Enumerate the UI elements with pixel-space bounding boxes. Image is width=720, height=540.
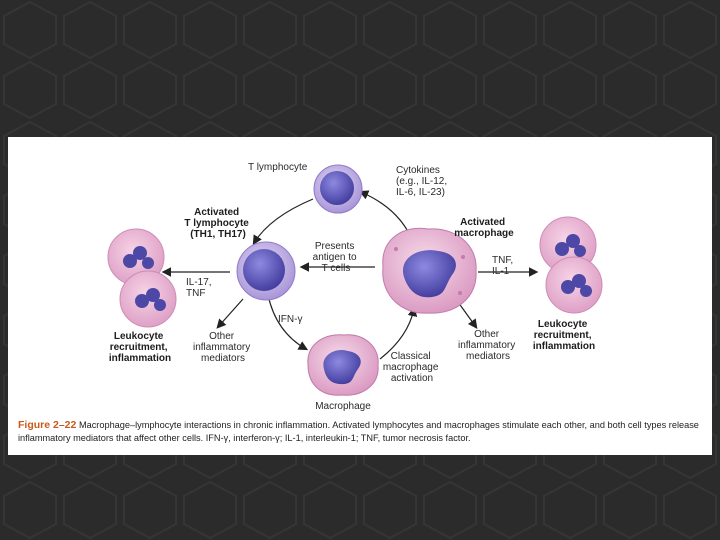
other-mediators-right-label: Other inflammatory mediators bbox=[458, 329, 518, 362]
figure-caption: Figure 2–22 Macrophage–lymphocyte intera… bbox=[18, 419, 706, 445]
activated-t-lymphocyte-cell bbox=[237, 242, 295, 300]
cytokines-label: Cytokines (e.g., IL-12, IL-6, IL-23) bbox=[396, 165, 450, 198]
il17-tnf-label: IL-17, TNF bbox=[186, 277, 214, 299]
activated-macrophage-label: Activated macrophage bbox=[454, 217, 514, 239]
presents-antigen-label: Presents antigen to T cells bbox=[313, 241, 360, 274]
arrow-other-right bbox=[458, 302, 476, 327]
figure-panel: T lymphocyte Cytokines (e.g., IL-12, IL-… bbox=[8, 137, 712, 455]
other-mediators-left-label: Other inflammatory mediators bbox=[193, 331, 253, 364]
activated-macrophage-cell bbox=[383, 228, 476, 313]
arrow-other-left bbox=[218, 299, 243, 327]
macrophage-lymphocyte-diagram: T lymphocyte Cytokines (e.g., IL-12, IL-… bbox=[8, 137, 712, 455]
caption-text: Macrophage–lymphocyte interactions in ch… bbox=[18, 420, 699, 443]
activated-t-lymphocyte-label: Activated T lymphocyte (TH1, TH17) bbox=[184, 207, 251, 240]
tnf-il1-label: TNF, IL-1 bbox=[492, 255, 516, 277]
t-lymphocyte-cell bbox=[314, 165, 362, 213]
leukocyte-recruitment-right-label: Leukocyte recruitment, inflammation bbox=[533, 319, 595, 352]
neutrophil-cluster-right bbox=[540, 217, 602, 313]
neutrophil-cluster-left bbox=[108, 229, 176, 327]
macrophage-label: Macrophage bbox=[315, 401, 371, 412]
leukocyte-recruitment-left-label: Leukocyte recruitment, inflammation bbox=[109, 331, 171, 364]
classical-activation-label: Classical macrophage activation bbox=[383, 351, 441, 384]
arrow-tcell-to-activated bbox=[254, 199, 313, 243]
figure-number: Figure 2–22 bbox=[18, 419, 76, 431]
ifn-label: IFN-γ bbox=[278, 314, 302, 325]
t-lymphocyte-label: T lymphocyte bbox=[248, 162, 308, 173]
macrophage-cell bbox=[308, 335, 378, 395]
